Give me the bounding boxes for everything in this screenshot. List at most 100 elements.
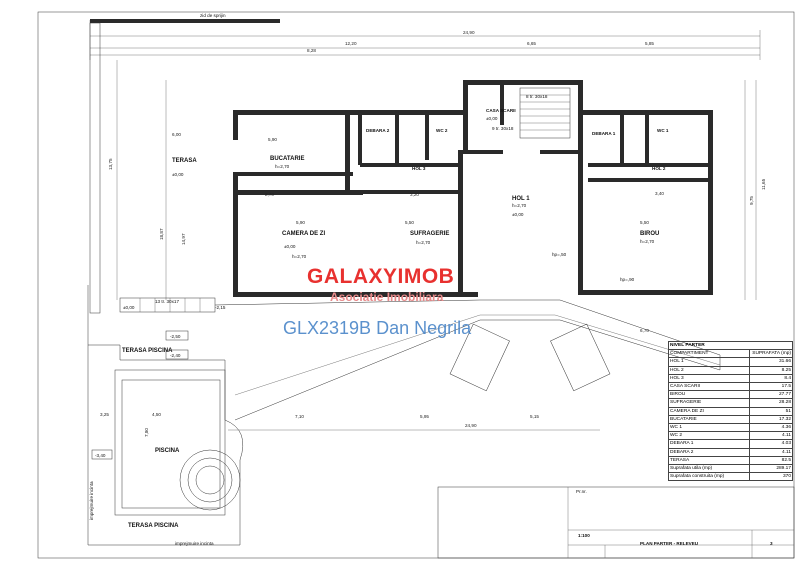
- dim-5-50: 5,50: [405, 220, 414, 225]
- stair-note-9: 9 tr. 30x18: [492, 126, 514, 131]
- stair-note-13: 13 tr. 30x17: [155, 299, 179, 304]
- area-row-value: 370: [749, 472, 793, 482]
- dim-4-50: 4,50: [152, 412, 161, 417]
- room-camera-de-zi: CAMERA DE ZI: [282, 231, 325, 237]
- watermark-code: GLX2319B Dan Negrila: [283, 318, 472, 338]
- watermark-brand-a: GALAXY: [307, 265, 398, 288]
- area-table-row: Suprafata utila (mp)289.17: [668, 464, 793, 474]
- dim-24-90-bottom: 24,90: [465, 423, 477, 428]
- room-hol-1: HOL 1: [512, 196, 530, 202]
- area-row-name: Suprafata construita (mp): [668, 472, 750, 482]
- left-dimensions: 13,75 18,87 14,97 6,00: [108, 60, 186, 300]
- watermark-brand-b: IMOB: [397, 265, 455, 288]
- dim-6-70: 6,70: [640, 328, 649, 333]
- area-row-name: HOL 3: [668, 373, 750, 384]
- stair-core: [519, 87, 571, 139]
- room-hol-1-level: ±0,00: [512, 212, 524, 217]
- dim-3-40: 3,40: [655, 191, 664, 196]
- room-debara-1: DEBARA 1: [592, 131, 616, 136]
- dim-3-20: 3,20: [410, 192, 419, 197]
- room-birou-height: h=2,70: [640, 239, 655, 244]
- note-hp-50: hp=,50: [552, 252, 567, 257]
- dim-5-95: 5,95: [420, 414, 429, 419]
- room-hol-1-height: h=2,70: [512, 203, 527, 208]
- dim-5-15: 5,15: [530, 414, 539, 419]
- area-row-value: 289.17: [749, 464, 793, 474]
- area-row-name: CAMERA DE ZI: [668, 406, 750, 416]
- level-m2-15: -2,15: [215, 305, 226, 310]
- sheet-number: 3: [770, 541, 773, 546]
- room-terasa: TERASA: [172, 158, 197, 164]
- dim-12-20: 12,20: [345, 41, 357, 46]
- pool-area: PISCINA TERASA PISCINA TERASA PISCINA im…: [87, 285, 244, 546]
- area-table-col2: SUPRAFATA (mp): [749, 349, 793, 359]
- dim-14-97: 14,97: [181, 233, 186, 245]
- dim-8-28: 8,28: [307, 48, 316, 53]
- area-row-name: HOL 2: [668, 365, 750, 375]
- dim-top-total: 24,90: [463, 30, 475, 35]
- area-row-value: 17.5: [749, 382, 793, 392]
- stair-note-8: 8 tr. 30x18: [526, 94, 548, 99]
- room-camera-height: h=2,70: [292, 254, 307, 259]
- drawing-title: PLAN PARTER - RELEVEU: [640, 541, 699, 546]
- area-row-value: 4.11: [749, 447, 793, 457]
- area-table-col1: COMPARTIMENT: [668, 349, 750, 359]
- area-row-value: 8.25: [749, 365, 793, 375]
- level-m3-40: -3,40: [95, 453, 106, 458]
- pool-label: PISCINA: [155, 448, 180, 454]
- scale: 1:100: [578, 533, 590, 538]
- area-row-name: Suprafata utila (mp): [668, 464, 750, 474]
- project-number-label: Pr.nr.: [576, 489, 587, 494]
- area-row-name: BIROU: [668, 390, 750, 400]
- area-row-value: 31.66: [749, 357, 793, 367]
- title-block: Pr.nr. 1:100 PLAN PARTER - RELEVEU 3: [437, 486, 795, 559]
- house-walls: [233, 80, 713, 297]
- pool-terrace-top: TERASA PISCINA: [122, 348, 173, 354]
- watermark-subtitle: Asociatie Imobiliara: [330, 290, 444, 304]
- area-row-name: DEBARA 2: [668, 447, 750, 457]
- room-sufragerie: SUFRAGERIE: [410, 231, 449, 237]
- area-row-name: CASA SCARII: [668, 382, 750, 392]
- dim-5-50-b: 5,50: [640, 220, 649, 225]
- sheet-border: [37, 11, 795, 559]
- room-terasa-level: ±0,00: [172, 172, 184, 177]
- dim-7-10: 7,10: [295, 414, 304, 419]
- area-table-row: Suprafata construita (mp)370: [668, 472, 793, 482]
- area-row-name: BUCATARIE: [668, 414, 750, 425]
- level-0-00: ±0,00: [123, 305, 135, 310]
- room-camera-level: ±0,00: [284, 244, 296, 249]
- room-hol-2: HOL 2: [652, 166, 666, 171]
- dim-7-80: 7,80: [144, 428, 149, 437]
- dim-11-65: 11,65: [761, 178, 766, 190]
- pool-terrace-bottom: TERASA PISCINA: [128, 523, 179, 529]
- room-bucatarie: BUCATARIE: [270, 156, 304, 162]
- dim-3-25: 3,25: [100, 412, 109, 417]
- area-row-name: SUFRAGERIE: [668, 398, 750, 408]
- room-debara-2: DEBARA 2: [366, 128, 390, 133]
- area-row-value: 8.4: [749, 373, 793, 384]
- area-table-header: NIVEL PARTER: [668, 340, 793, 351]
- room-sufragerie-height: h=2,70: [416, 240, 431, 245]
- note-hp-90: hp=,90: [620, 277, 635, 282]
- dim-5-90-b: 5,90: [296, 220, 305, 225]
- room-hol-3: HOL 3: [412, 166, 426, 171]
- area-row-name: TERASA: [668, 455, 750, 466]
- area-row-name: DEBARA 1: [668, 439, 750, 449]
- area-row-value: 28.28: [749, 398, 793, 408]
- dim-18-87: 18,87: [159, 228, 164, 240]
- level-m2-40: -2,40: [170, 353, 181, 358]
- retaining-wall: zid de sprijin: [89, 13, 280, 314]
- area-row-value: 4.03: [749, 439, 793, 449]
- dim-5-85: 5,85: [645, 41, 654, 46]
- internal-dimensions: 5,90 5,90 5,50 5,50 3,20 2,70 3,40 6,70: [265, 137, 664, 333]
- fence-label-bottom: imprejmuire incinta: [175, 541, 214, 546]
